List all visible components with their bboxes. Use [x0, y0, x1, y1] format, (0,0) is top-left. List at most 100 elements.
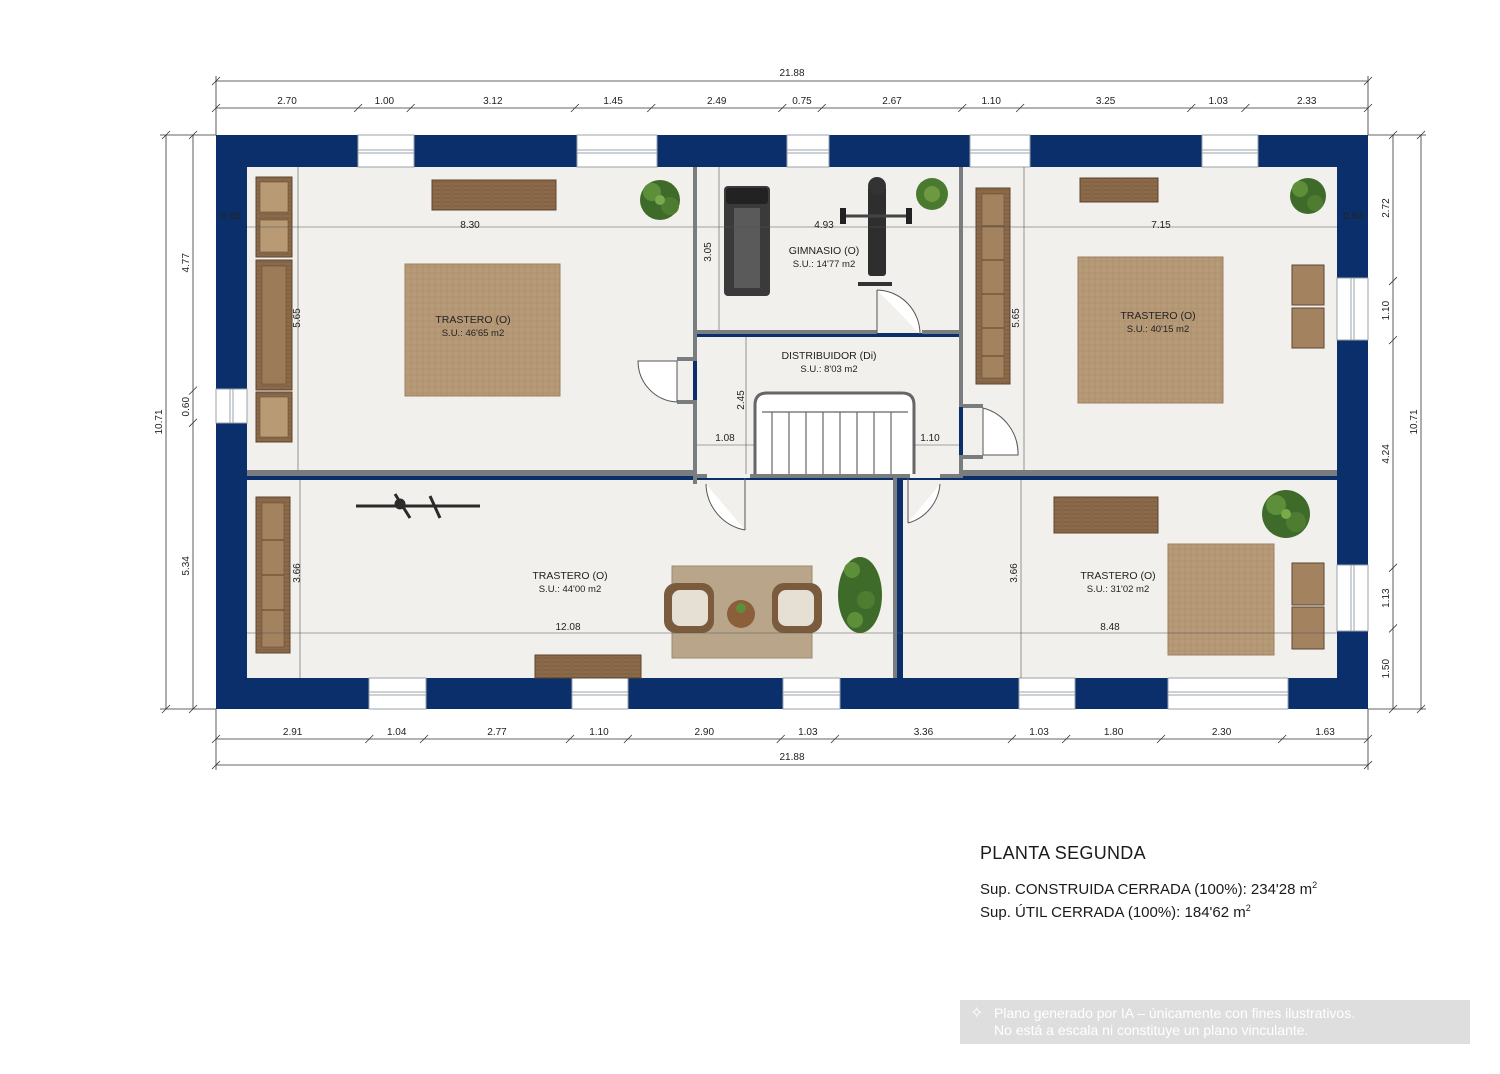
dim-segment-label: 0.75	[792, 96, 812, 107]
bench	[1053, 496, 1159, 534]
room-dist-name: DISTRIBUIDOR (Di)	[781, 350, 876, 362]
useful-area-text: Sup. ÚTIL CERRADA (100%): 184'62 m	[980, 904, 1246, 921]
plant-icon	[640, 180, 680, 220]
dim-segment-label: 2.67	[882, 96, 902, 107]
storage-boxes	[1291, 264, 1325, 349]
dim-tick	[957, 103, 967, 113]
dim-tick	[830, 734, 840, 744]
dim-segment-label: 2.72	[1381, 198, 1392, 218]
dim-tick	[365, 734, 374, 744]
windows-side-glass	[229, 278, 1355, 631]
shelf-unit	[255, 176, 293, 443]
dim-segment-label: 1.10	[589, 727, 609, 738]
dim-tl-width: 8.30	[460, 220, 480, 231]
dim-tick	[1388, 335, 1398, 345]
plant-icon	[1262, 490, 1310, 538]
plant-icon	[838, 557, 882, 633]
windows-top	[357, 134, 1259, 168]
dim-segment-label: 1.03	[1209, 96, 1229, 107]
dim-tick	[1388, 276, 1398, 286]
useful-area-unit-sup: 2	[1245, 903, 1251, 913]
dim-tick	[353, 103, 363, 113]
ai-disclaimer: ✧ Plano generado por IA – únicamente con…	[960, 1000, 1470, 1044]
room-bl-area: S.U.: 44'00 m2	[539, 584, 602, 595]
windows-top-glass	[358, 149, 1258, 154]
dim-tick	[1007, 734, 1017, 744]
dim-tick	[1156, 734, 1166, 744]
dim-tick	[419, 734, 429, 744]
dim-tick	[777, 103, 787, 113]
dim-total-label: 21.88	[779, 68, 804, 79]
armchair-icon	[772, 583, 822, 633]
dim-br-height: 3.66	[1009, 563, 1020, 583]
disclaimer-line-2: No está a escala ni constituye un plano …	[994, 1022, 1309, 1038]
staircase-icon	[753, 391, 916, 474]
dim-segment-label: 2.90	[695, 727, 715, 738]
plant-icon	[1290, 178, 1326, 214]
dim-tl-height: 5.65	[292, 308, 303, 328]
dim-segment-label: 1.03	[1029, 727, 1049, 738]
room-dist-area: S.U.: 8'03 m2	[800, 364, 857, 375]
dim-tick	[188, 418, 198, 428]
dim-segment-label: 2.70	[277, 96, 297, 107]
room-br-area: S.U.: 31'02 m2	[1087, 584, 1150, 595]
dim-wall-left: 0.60	[221, 211, 241, 222]
dim-tick	[1388, 563, 1398, 573]
treadmill-icon	[724, 186, 770, 296]
dim-segment-label: 2.49	[707, 96, 727, 107]
windows-side	[215, 277, 1369, 632]
dim-tick	[565, 734, 575, 744]
dim-dist-right: 1.10	[920, 433, 940, 444]
disclaimer-line-1: Plano generado por IA – únicamente con f…	[994, 1005, 1356, 1021]
coffee-table-icon	[727, 600, 755, 628]
dim-segment-label: 3.25	[1096, 96, 1116, 107]
dim-segment-label: 1.63	[1315, 727, 1335, 738]
rug	[1077, 256, 1224, 404]
room-tr-name: TRASTERO (O)	[1120, 310, 1195, 322]
dim-wall-right: 0.60	[1343, 211, 1363, 222]
shelf-unit	[255, 496, 291, 654]
room-br-name: TRASTERO (O)	[1080, 570, 1155, 582]
weight-bench-icon	[840, 177, 912, 286]
dim-segment-label: 2.91	[283, 727, 303, 738]
dim-tick	[1061, 734, 1071, 744]
sparkle-icon: ✧	[970, 1005, 984, 1022]
dim-tick	[1186, 103, 1196, 113]
room-tr-area: S.U.: 40'15 m2	[1127, 324, 1190, 335]
room-gym-name: GIMNASIO (O)	[789, 245, 860, 257]
dim-total-label: 10.71	[1409, 409, 1420, 434]
dim-bl-height: 3.66	[292, 563, 303, 583]
dim-segment-label: 1.45	[603, 96, 623, 107]
built-area-text: Sup. CONSTRUIDA CERRADA (100%): 234'28 m	[980, 881, 1313, 898]
plant-icon	[916, 178, 948, 210]
bench	[1079, 177, 1159, 203]
plan-info: PLANTA SEGUNDA Sup. CONSTRUIDA CERRADA (…	[980, 843, 1317, 922]
dim-dist-left: 1.08	[715, 433, 735, 444]
storage-boxes	[1291, 562, 1325, 650]
dim-segment-label: 1.10	[981, 96, 1001, 107]
dim-segment-label: 4.77	[181, 253, 192, 273]
dim-segment-label: 0.60	[181, 397, 192, 417]
interior-partitions	[247, 167, 1337, 678]
dim-tick	[1277, 734, 1287, 744]
bench	[534, 654, 642, 679]
useful-area: Sup. ÚTIL CERRADA (100%): 184'62 m2	[980, 899, 1317, 922]
room-gym-area: S.U.: 14'77 m2	[793, 259, 856, 270]
dim-segment-label: 1.10	[1381, 300, 1392, 320]
dim-segment-label: 3.36	[914, 727, 934, 738]
room-bl-name: TRASTERO (O)	[532, 570, 607, 582]
plan-title: PLANTA SEGUNDA	[980, 843, 1146, 863]
dim-segment-label: 1.03	[798, 727, 818, 738]
dim-tick	[1015, 103, 1025, 113]
dim-tick	[776, 734, 785, 744]
bookshelf	[975, 187, 1011, 385]
armchair-icon	[664, 583, 714, 633]
dim-dist-height: 2.45	[736, 390, 747, 410]
inner-dimension-lines	[247, 167, 1337, 678]
bicycle-icon	[356, 493, 480, 519]
dim-tick	[406, 103, 416, 113]
dim-tick	[188, 386, 198, 395]
dim-segment-label: 2.33	[1297, 96, 1317, 107]
dim-segment-label: 1.50	[1381, 659, 1392, 679]
room-tl-name: TRASTERO (O)	[435, 314, 510, 326]
